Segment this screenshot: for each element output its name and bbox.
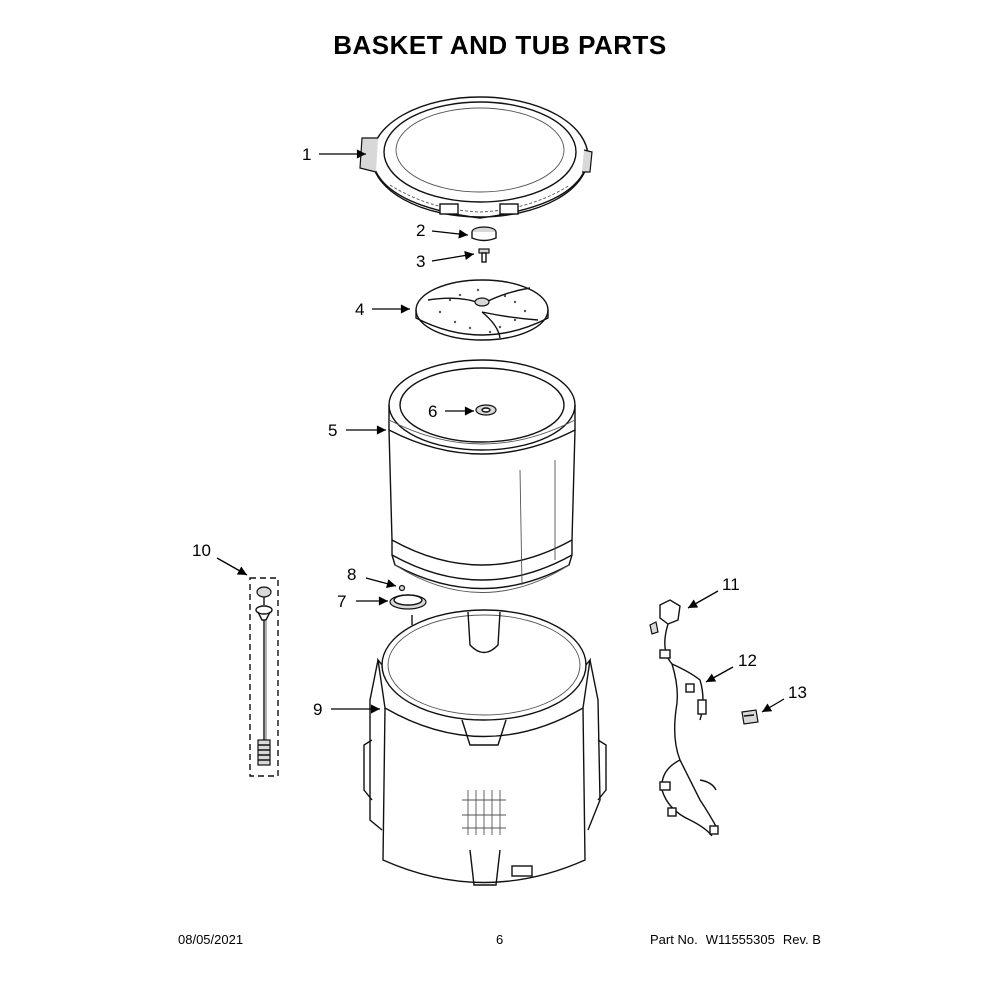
- part-11-connector[interactable]: [649, 599, 681, 635]
- callout-arrow-2: [431, 229, 469, 239]
- callout-12: 12: [738, 651, 757, 670]
- part-10-suspension-rod[interactable]: [249, 577, 279, 777]
- part-13-clip[interactable]: [741, 709, 759, 725]
- callout-arrow-10: [216, 557, 248, 576]
- callout-3: 3: [416, 252, 425, 271]
- callout-4: 4: [355, 300, 364, 319]
- part-number: W11555305: [705, 932, 775, 947]
- callout-arrow-13: [761, 698, 785, 713]
- part-3-bolt[interactable]: [478, 248, 490, 263]
- part-6-hub-nut[interactable]: [475, 404, 497, 416]
- callout-10: 10: [192, 541, 211, 560]
- callout-6: 6: [428, 402, 437, 421]
- revision: Rev. B: [782, 932, 821, 947]
- page-title: BASKET AND TUB PARTS: [333, 30, 667, 60]
- part-label: Part No.: [650, 932, 698, 947]
- part-12-wire-harness[interactable]: [659, 623, 719, 837]
- callout-arrow-11: [687, 590, 719, 609]
- callout-5: 5: [328, 421, 337, 440]
- callout-8: 8: [347, 565, 356, 584]
- callout-9: 9: [313, 700, 322, 719]
- callout-arrow-3: [431, 251, 475, 262]
- footer-date: 08/05/2021: [178, 932, 244, 947]
- callout-arrow-8: [365, 577, 397, 589]
- part-8-screw[interactable]: [398, 584, 406, 592]
- callout-2: 2: [416, 221, 425, 240]
- callout-7: 7: [337, 592, 346, 611]
- footer-part-info: Part No. W11555305 Rev. B: [650, 932, 829, 947]
- part-1-tub-ring[interactable]: [359, 96, 593, 219]
- part-4-impeller[interactable]: [415, 279, 549, 341]
- part-7-plate[interactable]: [389, 594, 427, 610]
- part-9-outer-tub[interactable]: [363, 609, 607, 886]
- callout-11: 11: [722, 575, 740, 594]
- footer-page-number: 6: [496, 932, 504, 947]
- part-2-cap[interactable]: [471, 226, 497, 242]
- callout-arrow-12: [705, 666, 734, 683]
- callout-13: 13: [788, 683, 807, 702]
- callout-1: 1: [302, 145, 311, 164]
- part-5-basket[interactable]: [388, 359, 576, 593]
